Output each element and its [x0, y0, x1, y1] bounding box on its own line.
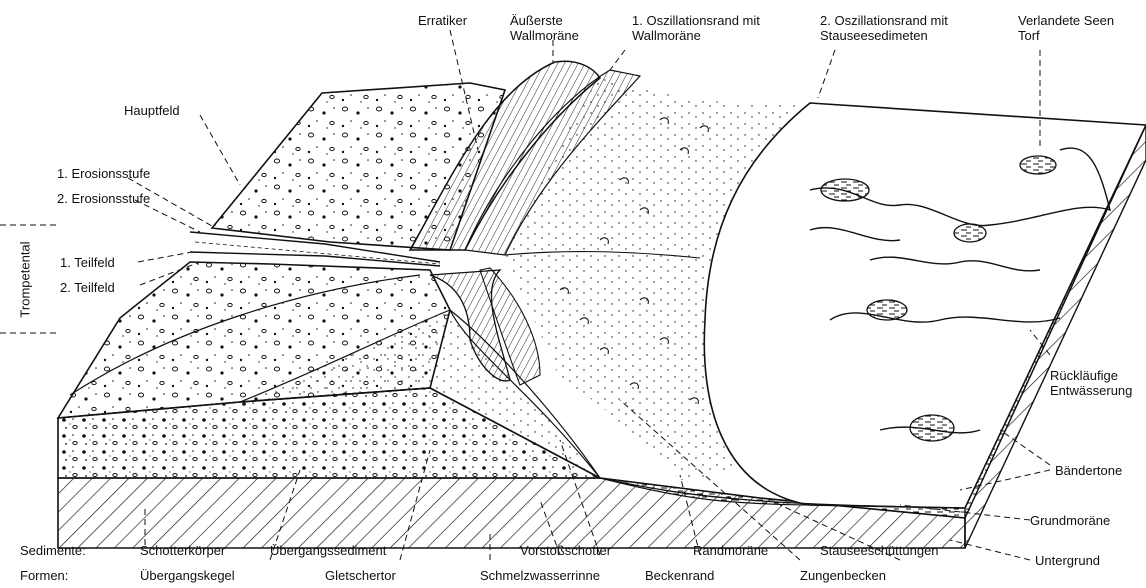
label-vorstossschotter: Vorstoßschotter [520, 543, 611, 558]
label-untergrund: Untergrund [1035, 553, 1100, 568]
label-gletschertor: Gletschertor [325, 568, 396, 583]
label-beckenrand: Beckenrand [645, 568, 714, 583]
label-uebergangssediment: Übergangssediment [270, 543, 386, 558]
label-grundmoraene: Grundmoräne [1030, 513, 1110, 528]
label-randmoraene: Randmoräne [693, 543, 768, 558]
label-verlandete-seen-torf: Verlandete Seen Torf [1018, 13, 1138, 43]
label-oszillationsrand-2: 2. Oszillationsrand mit Stauseesedimeten [820, 13, 975, 43]
label-erosionsstufe-2: 2. Erosionsstufe [57, 191, 150, 206]
label-stauseeschuettungen: Stauseeschüttungen [820, 543, 939, 558]
label-teilfeld-2: 2. Teilfeld [60, 280, 115, 295]
formen-title: Formen: [20, 568, 68, 583]
sedimente-title: Sedimente: [20, 543, 86, 558]
label-oszillationsrand-1: 1. Oszillationsrand mit Wallmoräne [632, 13, 772, 43]
label-uebergangskegel: Übergangskegel [140, 568, 235, 583]
label-schmelzwasserrinne: Schmelzwasserrinne [480, 568, 600, 583]
label-aeusserste-wallmoraene: Äußerste Wallmoräne [510, 13, 590, 43]
label-trompetental: Trompetental [18, 230, 33, 330]
label-erratiker: Erratiker [418, 13, 467, 28]
label-schotterkoerper: Schotterkörper [140, 543, 225, 558]
label-ruecklaeufige-entwaesserung: Rückläufige Entwässerung [1050, 368, 1142, 398]
label-teilfeld-1: 1. Teilfeld [60, 255, 115, 270]
label-baendertone: Bändertone [1055, 463, 1122, 478]
label-zungenbecken: Zungenbecken [800, 568, 886, 583]
label-hauptfeld: Hauptfeld [124, 103, 180, 118]
label-erosionsstufe-1: 1. Erosionsstufe [57, 166, 150, 181]
